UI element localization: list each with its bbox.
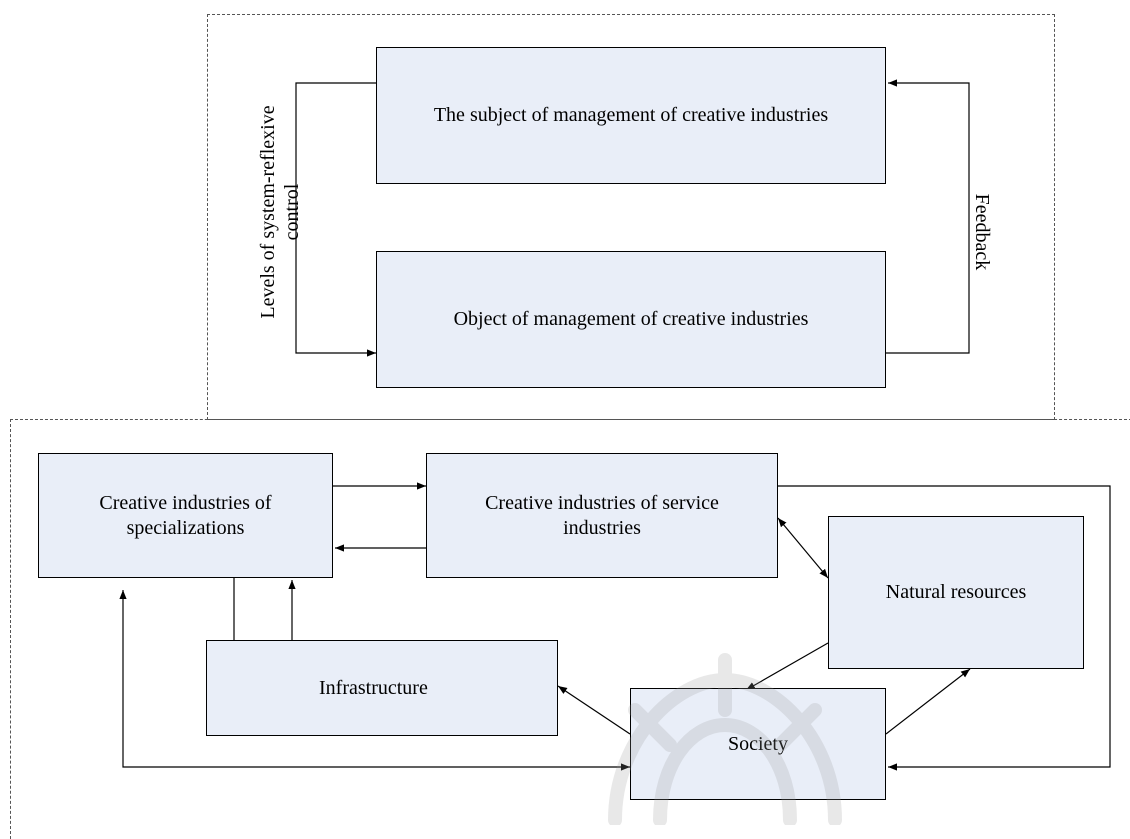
arrow-service-to-society xyxy=(778,485,1111,771)
society-box: Society xyxy=(630,688,886,800)
society-text: Society xyxy=(728,732,788,755)
creative-industries-specializations-box: Creative industries of specializations xyxy=(38,453,333,578)
levels-of-control-line1: Levels of system-reflexive xyxy=(257,105,279,319)
arrow-natural-to-society xyxy=(745,642,829,691)
subject-of-management-box: The subject of management of creative in… xyxy=(376,47,886,184)
natural-resources-text: Natural resources xyxy=(885,581,1027,603)
lower-dashed-frame xyxy=(10,419,1130,839)
specializations-line1: Creative industries of xyxy=(99,491,272,514)
subject-of-management-text: The subject of management of creative in… xyxy=(433,104,829,126)
service-line1: Creative industries of service xyxy=(485,491,719,514)
arrow-society-to-natural xyxy=(885,668,971,735)
infrastructure-text: Infrastructure xyxy=(319,676,428,699)
infrastructure-box: Infrastructure xyxy=(206,640,558,736)
object-of-management-text: Object of management of creative industr… xyxy=(453,308,809,330)
arrow-control-loop xyxy=(295,82,376,357)
levels-of-control-line2: control xyxy=(281,183,303,241)
arrow-service-natural xyxy=(777,517,829,579)
creative-industries-service-box: Creative industries of service industrie… xyxy=(426,453,778,578)
watermark-ornament-icon xyxy=(608,653,842,825)
arrow-spec-society xyxy=(119,590,630,771)
natural-resources-box: Natural resources xyxy=(828,516,1084,669)
arrow-feedback-loop xyxy=(886,79,970,354)
service-line2: industries xyxy=(563,516,641,539)
specializations-line2: specializations xyxy=(126,516,245,539)
object-of-management-box: Object of management of creative industr… xyxy=(376,251,886,388)
feedback-text: Feedback xyxy=(971,193,993,271)
